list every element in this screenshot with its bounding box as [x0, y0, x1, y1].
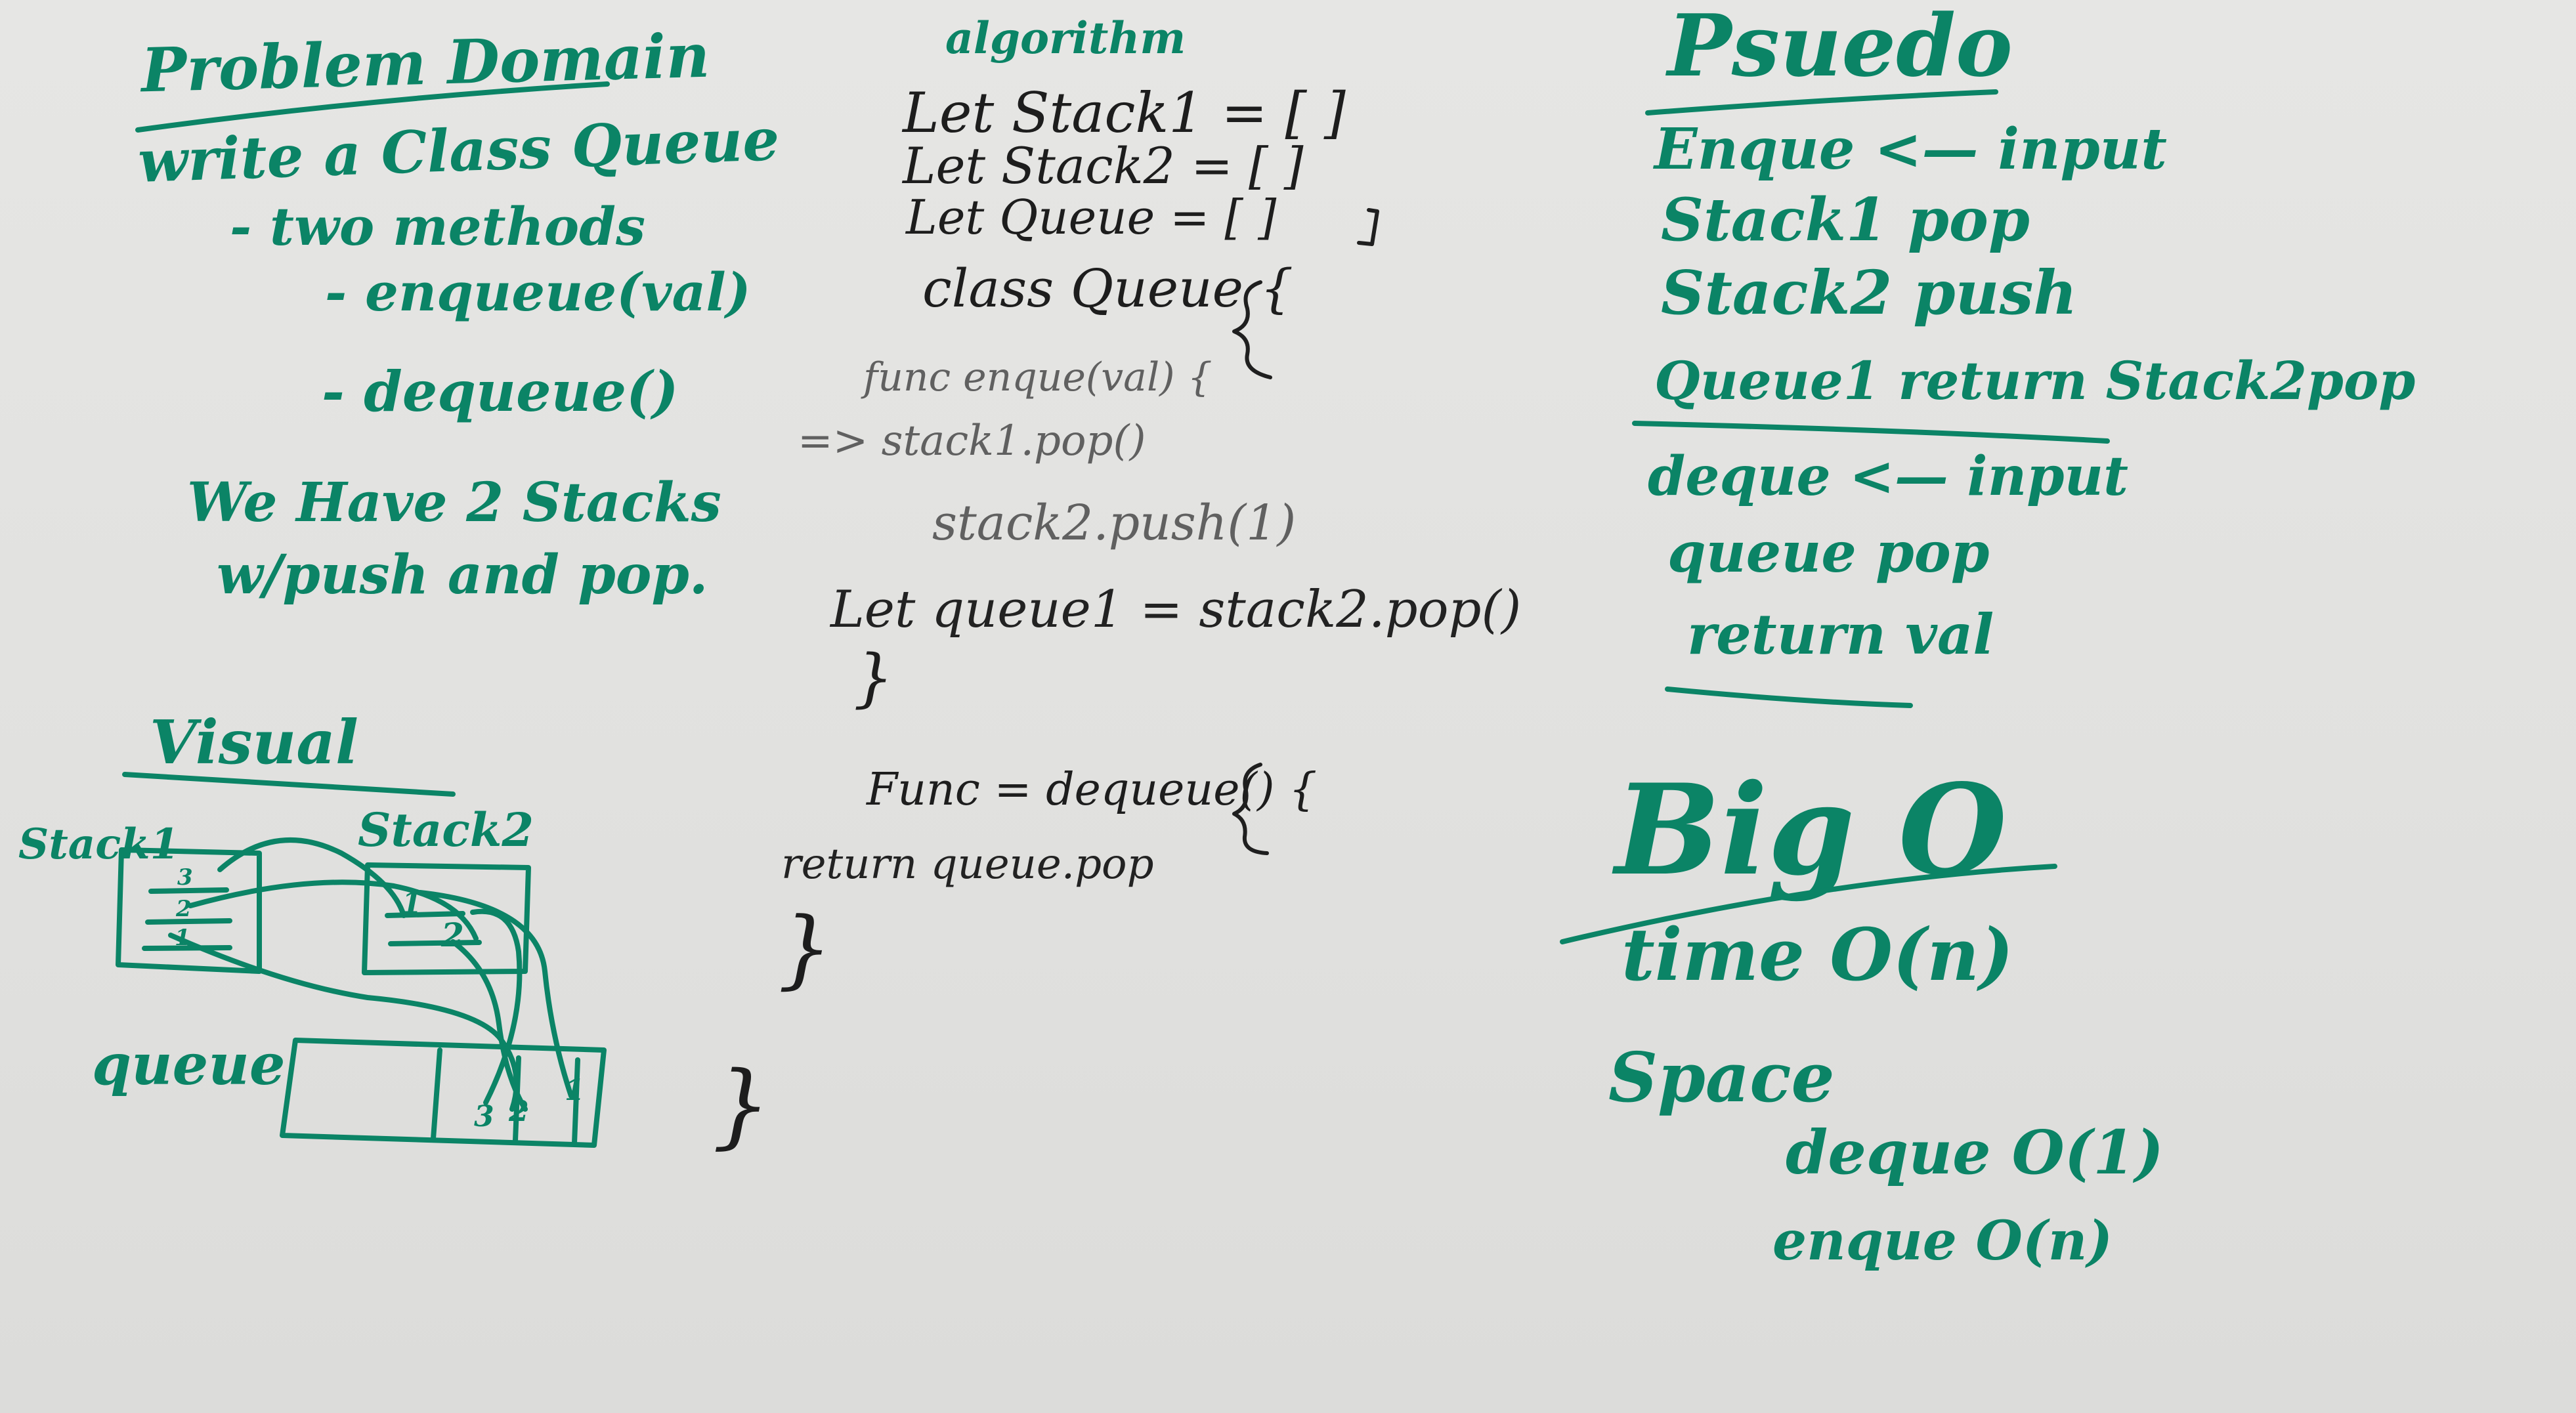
stack1-label: Stack1 — [18, 820, 180, 869]
problem-line-1: write a Class Queue — [137, 104, 781, 196]
stack2-item-2: 2 — [441, 916, 464, 954]
big-o-line-4: enque O(n) — [1772, 1210, 2113, 1273]
stack1-item-3: 1 — [175, 925, 190, 951]
algo-line-3: Let Queue = [ ] — [906, 190, 1277, 245]
problem-line-2: - two methods — [230, 196, 646, 257]
algo-line-7: stack2.push(1) — [932, 495, 1297, 551]
algo-line-9: } — [853, 641, 894, 715]
queue-item-2: 2 — [509, 1095, 529, 1128]
queue-label: queue — [92, 1032, 286, 1098]
big-o-line-3: deque O(1) — [1786, 1117, 2164, 1188]
algo-line-4: class Queue { — [922, 258, 1294, 319]
algo-line-5: func enque(val) { — [863, 354, 1213, 400]
big-o-title: Big O — [1615, 757, 2007, 903]
algo-line-12: } — [778, 898, 832, 998]
algo-line-11: return queue.pop — [781, 840, 1154, 889]
psuedo-line-1: Enque <— input — [1654, 116, 2167, 182]
psuedo-line-6: queue pop — [1667, 520, 1990, 585]
psuedo-line-4: Queue1 return Stack2pop — [1654, 350, 2416, 411]
queue-box — [280, 1038, 607, 1148]
psuedo-title: Psuedo — [1667, 0, 2013, 96]
stack2-item-1: 1 — [402, 887, 422, 920]
algorithm-title: algorithm — [945, 12, 1186, 64]
big-o-line-2: Space — [1608, 1037, 1835, 1118]
algo-line-6: => stack1.pop() — [798, 417, 1146, 465]
problem-line-5: We Have 2 Stacks — [187, 471, 721, 534]
algo-line-10: Func = dequeue() { — [867, 764, 1318, 816]
queue-item-1: 3 — [474, 1100, 494, 1133]
problem-line-4: - dequeue() — [322, 359, 679, 424]
psuedo-divider — [1632, 421, 2110, 444]
arrow-stack2-to-queue-a — [470, 908, 523, 1105]
arrow-stack1-to-stack2-b — [188, 879, 479, 941]
problem-line-6: w/push and pop. — [217, 543, 708, 606]
problem-domain-title: Problem Domain — [140, 20, 711, 106]
algo-line-13: } — [712, 1052, 771, 1159]
psuedo-line-7: return val — [1687, 602, 1994, 667]
visual-title: Visual — [150, 707, 358, 778]
queue-item-3: 1 — [565, 1074, 585, 1107]
algo-line-8: Let queue1 = stack2.pop() — [830, 580, 1522, 639]
psuedo-line-3: Stack2 push — [1661, 257, 2078, 328]
algo-line-1: Let Stack1 = [ ] — [903, 81, 1346, 145]
psuedo-line-2: Stack1 pop — [1661, 185, 2030, 255]
algo-line-2: Let Stack2 = [ ] — [903, 137, 1304, 195]
psuedo-bottom-underline — [1665, 686, 1913, 708]
queue-divider — [431, 1047, 442, 1141]
queue-bracket-right — [1357, 208, 1379, 246]
stack1-item-2: 2 — [176, 896, 192, 922]
stack2-divider-2 — [388, 940, 482, 946]
big-o-line-1: time O(n) — [1621, 912, 2014, 997]
stack1-item-1: 3 — [177, 864, 193, 891]
stack2-label: Stack2 — [358, 803, 534, 857]
psuedo-line-5: deque <— input — [1648, 445, 2129, 508]
arrow-stack2-to-queue-b — [450, 939, 528, 1112]
problem-line-3: - enqueue(val) — [325, 261, 751, 323]
